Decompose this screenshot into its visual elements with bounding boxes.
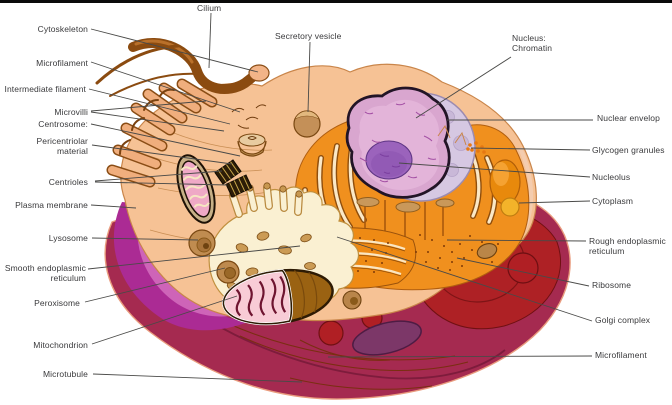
smooth-er-tubules [229,182,303,218]
leader-centrioles-a [94,170,223,182]
leader-glycogen-granules [470,147,591,151]
leader-microvilli-b [90,111,225,132]
label-nuclear-envelope: Nuclear envelop [597,113,660,123]
leader-nucleolus [398,162,591,178]
label-lysosome: Lysosome [48,233,88,243]
label-microvilli: Microvilli [54,107,88,117]
label-centrioles: Centrioles [48,177,88,187]
label-cytoplasm: Cytoplasm [592,196,634,206]
chromatin-texture [359,102,437,183]
label-intermediate-filament: Intermediate filament [4,84,86,94]
leader-microfilament-right [327,355,593,358]
leader-golgi-complex [336,236,593,322]
top-border-bar [0,0,672,3]
plasma-membrane-band [113,202,249,331]
label-cytoskeleton: Cytoskeleton [37,24,88,34]
leader-plasma-membrane [90,204,137,209]
nucleolus-shade [371,151,407,177]
label-microtubule: Microtubule [42,369,88,379]
label-rough-er: Rough endoplasmic reticulum [589,236,666,257]
peroxisome-body [216,260,240,284]
membrane-spikes [437,124,467,146]
microvilli-fingers [106,78,218,188]
leader-rough-er [446,239,587,242]
leader-cytoskeleton [90,28,259,73]
label-pericentriolar-material: Pericentriolar material [36,136,88,157]
label-microfilament-left: Microfilament [36,58,88,68]
leader-microvilli-a [90,100,207,112]
label-cilium: Cilium [197,3,222,13]
leader-centrioles-b [94,181,228,186]
cell-body-crease [179,299,506,380]
label-nucleolus: Nucleolus [592,172,631,182]
nucleolus-texture [379,153,401,174]
small-vesicles [342,243,498,310]
lysosome-body [188,229,216,257]
secretory-vesicle-cap [294,110,320,120]
cilium-basal-body [248,64,270,82]
label-ribosome: Ribosome [592,280,632,290]
label-glycogen-granules: Glycogen granules [592,145,665,155]
label-smooth-er: Smooth endoplasmic reticulum [4,263,86,284]
label-golgi-complex: Golgi complex [595,315,651,325]
leader-nucleus-chromatin [415,56,512,119]
leader-centrosome [90,123,241,157]
label-nucleus-chromatin: Nucleus: Chromatin [512,33,553,54]
label-microfilament-right: Microfilament [595,350,647,360]
leader-microtubule [92,373,303,383]
label-peroxisome: Peroxisome [34,298,80,308]
coated-vesicle-cup [237,133,267,157]
red-sphere [318,320,344,346]
leader-ribosome [456,257,590,287]
leader-lines [84,12,593,383]
leader-mitochondrion [91,295,238,345]
purple-organelle [352,320,422,356]
leader-pericentriolar [91,144,233,165]
glycogen-granules-cluster [466,141,486,154]
leader-cytoplasm [518,200,591,204]
leader-intermediate-filament [88,88,231,125]
centriole-2 [225,174,253,198]
label-plasma-membrane: Plasma membrane [15,200,88,210]
surface-hairs [231,104,267,129]
label-mitochondrion: Mitochondrion [33,340,88,350]
label-centrosome: Centrosome: [38,119,88,129]
mitochondrion-large [222,268,334,326]
leader-cilium [208,12,212,69]
red-sphere [507,252,539,284]
leader-microfilament-left [90,61,241,113]
leader-secretory-vesicle [307,41,311,113]
label-secretory-vesicle: Secretory vesicle [275,31,342,41]
pedestal-feet [356,197,455,213]
centriole-1 [214,159,242,185]
leader-peroxisome [84,267,226,303]
smooth-er-openings [226,231,316,291]
leader-lysosome [91,237,199,241]
leader-smooth-er [87,245,301,270]
